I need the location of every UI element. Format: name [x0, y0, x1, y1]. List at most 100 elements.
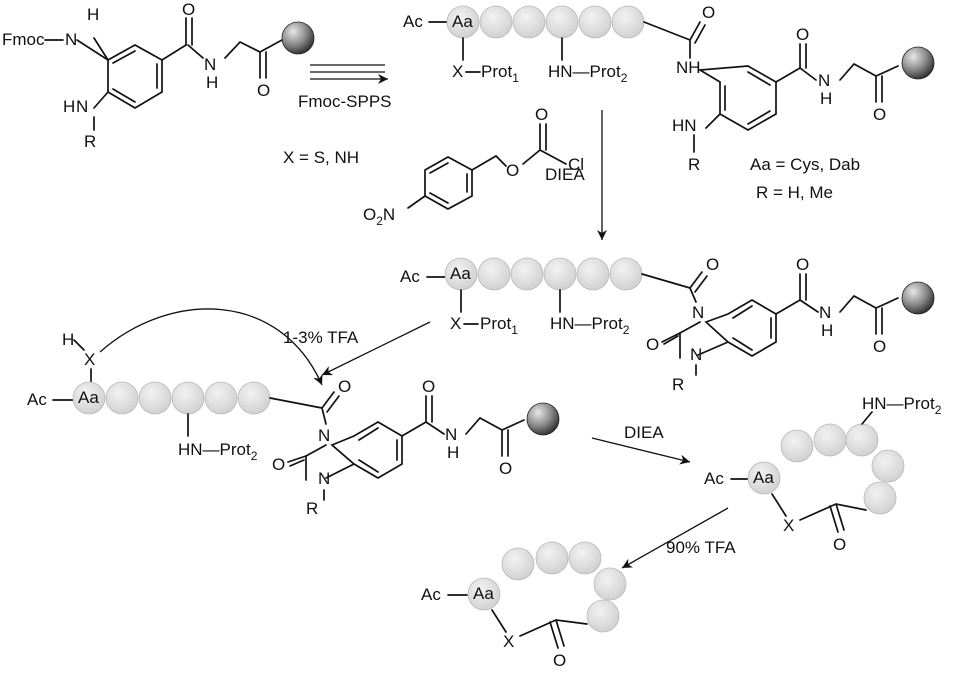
r-label: R — [688, 155, 700, 174]
bead-aa — [467, 577, 501, 611]
bead — [237, 381, 271, 415]
carbonyl-oxygen-label: O — [182, 0, 195, 19]
amide-h-label: H — [206, 73, 218, 92]
bead — [578, 5, 612, 39]
x-label: X — [783, 516, 794, 535]
urea-o-label: O — [646, 335, 659, 354]
carbonyl-o-label-5: O — [422, 377, 435, 396]
bead — [568, 541, 602, 575]
amide-h-label-2: H — [820, 89, 832, 108]
carbonyl-o-label: O — [702, 3, 715, 22]
imide-n-label-2: N — [318, 469, 330, 488]
bead — [501, 547, 535, 581]
aa-label: Aa — [452, 12, 473, 31]
bead — [813, 423, 847, 457]
protected-cyclic-peptide: Ac Aa HN—Prot2 X O — [704, 394, 942, 554]
r-group-label: R — [84, 132, 96, 151]
step5-arrow — [621, 507, 729, 569]
imide-n-label-2: N — [690, 345, 702, 364]
nh-label: NH — [676, 58, 701, 77]
amide-h-label-4: H — [447, 443, 459, 462]
step3-condition: 1-3% TFA — [283, 328, 359, 347]
r-label: R — [672, 375, 684, 394]
final-cyclic-peptide: Ac Aa X O — [421, 541, 627, 670]
aa-label: Aa — [473, 584, 494, 603]
fmoc-label: Fmoc — [2, 30, 45, 49]
ketone-o-label-4: O — [499, 459, 512, 478]
acyl-o-label: O — [706, 255, 719, 274]
bead — [863, 481, 897, 515]
nitro-label: O2N — [363, 205, 395, 228]
hydrogen-label-2: H — [63, 97, 75, 116]
x-definition: X = S, NH — [283, 148, 359, 167]
imide-n-label: N — [692, 303, 704, 322]
bead — [138, 381, 172, 415]
nitrogen-label: N — [65, 30, 77, 49]
hn-prot2-label: HN—Prot2 — [548, 62, 628, 85]
bead — [611, 5, 645, 39]
hn-prot2-label: HN—Prot2 — [862, 394, 942, 417]
r-label: R — [306, 499, 318, 518]
h-label: H — [62, 330, 74, 349]
step4-condition: DIEA — [624, 423, 664, 442]
hn-prot2-label: HN—Prot2 — [178, 440, 258, 463]
bead — [576, 257, 610, 291]
lactone-o-label: O — [833, 535, 846, 554]
bead — [510, 257, 544, 291]
acetyl-label: Ac — [403, 12, 423, 31]
nitrobenzyl-chloroformate-reagent: O O Cl O2N — [363, 105, 584, 228]
carbonyl-o-label-3: O — [535, 105, 548, 124]
bead — [845, 423, 879, 457]
x-label: X — [450, 314, 461, 333]
nucleophilic-attack-arrow — [99, 308, 323, 386]
resin-bead — [526, 402, 560, 436]
carbonyl-o-label-4: O — [796, 255, 809, 274]
carbonyl-o-label-2: O — [796, 25, 809, 44]
x-label: X — [503, 632, 514, 651]
step3-arrow — [321, 321, 431, 376]
acetyl-label: Ac — [704, 469, 724, 488]
amide-n-label: N — [204, 55, 216, 74]
resin-bead — [281, 21, 315, 55]
step2-condition: DIEA — [545, 165, 585, 184]
aa-label: Aa — [78, 388, 99, 407]
bead — [105, 381, 139, 415]
ester-o-label: O — [506, 161, 519, 180]
ketone-o-label-3: O — [873, 337, 886, 356]
urea-o-label: O — [272, 455, 285, 474]
bead-aa — [72, 381, 106, 415]
amide-n-label-4: N — [445, 425, 457, 444]
acetyl-label: Ac — [400, 267, 420, 286]
linear-peptide-structure: Ac Aa X Prot1 HN—Prot2 O NH HN R O N H O — [403, 3, 935, 174]
starting-linker-structure: Fmoc N H N H R O N H O — [2, 0, 315, 151]
bead — [586, 599, 620, 633]
resin-bead — [901, 46, 935, 80]
aa-definition: Aa = Cys, Dab — [750, 155, 860, 174]
imide-n-label: N — [318, 426, 330, 445]
aa-label: Aa — [450, 264, 471, 283]
acyl-o-label: O — [338, 377, 351, 396]
bead-aa — [747, 461, 781, 495]
aa-label: Aa — [753, 468, 774, 487]
bead — [543, 257, 577, 291]
step4-arrow — [591, 437, 691, 465]
prot1-label: Prot1 — [481, 62, 519, 85]
ketone-oxygen-label: O — [257, 81, 270, 100]
cyclization-precursor-structure: H X Ac Aa HN—Prot2 O N O N R O N H O — [27, 308, 560, 518]
amide-n-label-3: N — [819, 303, 831, 322]
r-definition: R = H, Me — [756, 183, 833, 202]
hn-aryl-label: HN — [672, 116, 697, 135]
lactone-o-label: O — [553, 651, 566, 670]
step1-arrow — [310, 64, 388, 84]
bead — [593, 567, 627, 601]
step5-condition: 90% TFA — [666, 538, 736, 557]
amide-n-label-2: N — [818, 71, 830, 90]
bead — [171, 381, 205, 415]
x-label: X — [452, 62, 463, 81]
bead — [609, 257, 643, 291]
acetyl-label: Ac — [421, 585, 441, 604]
hn-label: N — [76, 97, 88, 116]
bead — [512, 5, 546, 39]
x-label: X — [84, 350, 95, 369]
